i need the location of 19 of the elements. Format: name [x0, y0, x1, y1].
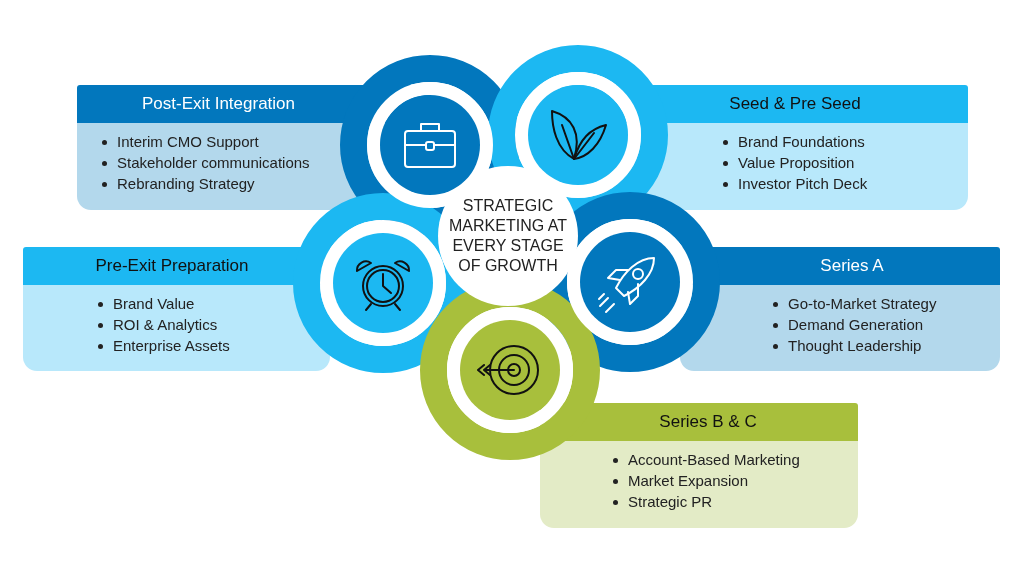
stage-card	[680, 247, 1000, 371]
bullet-item: Market Expansion	[628, 472, 749, 489]
bullet-item: Demand Generation	[788, 316, 924, 333]
stage-card	[540, 403, 858, 528]
bullet-item: Enterprise Assets	[113, 337, 230, 354]
bullet-item: Brand Foundations	[738, 133, 865, 150]
bullet-item: Go-to-Market Strategy	[788, 295, 937, 312]
bullet-item: Stakeholder communications	[117, 154, 310, 171]
bullet-item: Brand Value	[113, 295, 195, 312]
bullet-item: Investor Pitch Deck	[738, 175, 868, 192]
bullet-item: Rebranding Strategy	[117, 175, 255, 192]
title-text: STRATEGIC MARKETING AT EVERY STAGE OF GROWTH	[448, 196, 568, 276]
bullet-item: ROI & Analytics	[113, 316, 218, 333]
bullet-item: Interim CMO Support	[117, 133, 259, 150]
stage-card	[23, 247, 330, 371]
bullet-item: Thought Leadership	[788, 337, 922, 354]
bullet-item: Strategic PR	[628, 493, 713, 510]
bullet-item: Value Proposition	[738, 154, 855, 171]
bullet-item: Account-Based Marketing	[628, 451, 800, 468]
